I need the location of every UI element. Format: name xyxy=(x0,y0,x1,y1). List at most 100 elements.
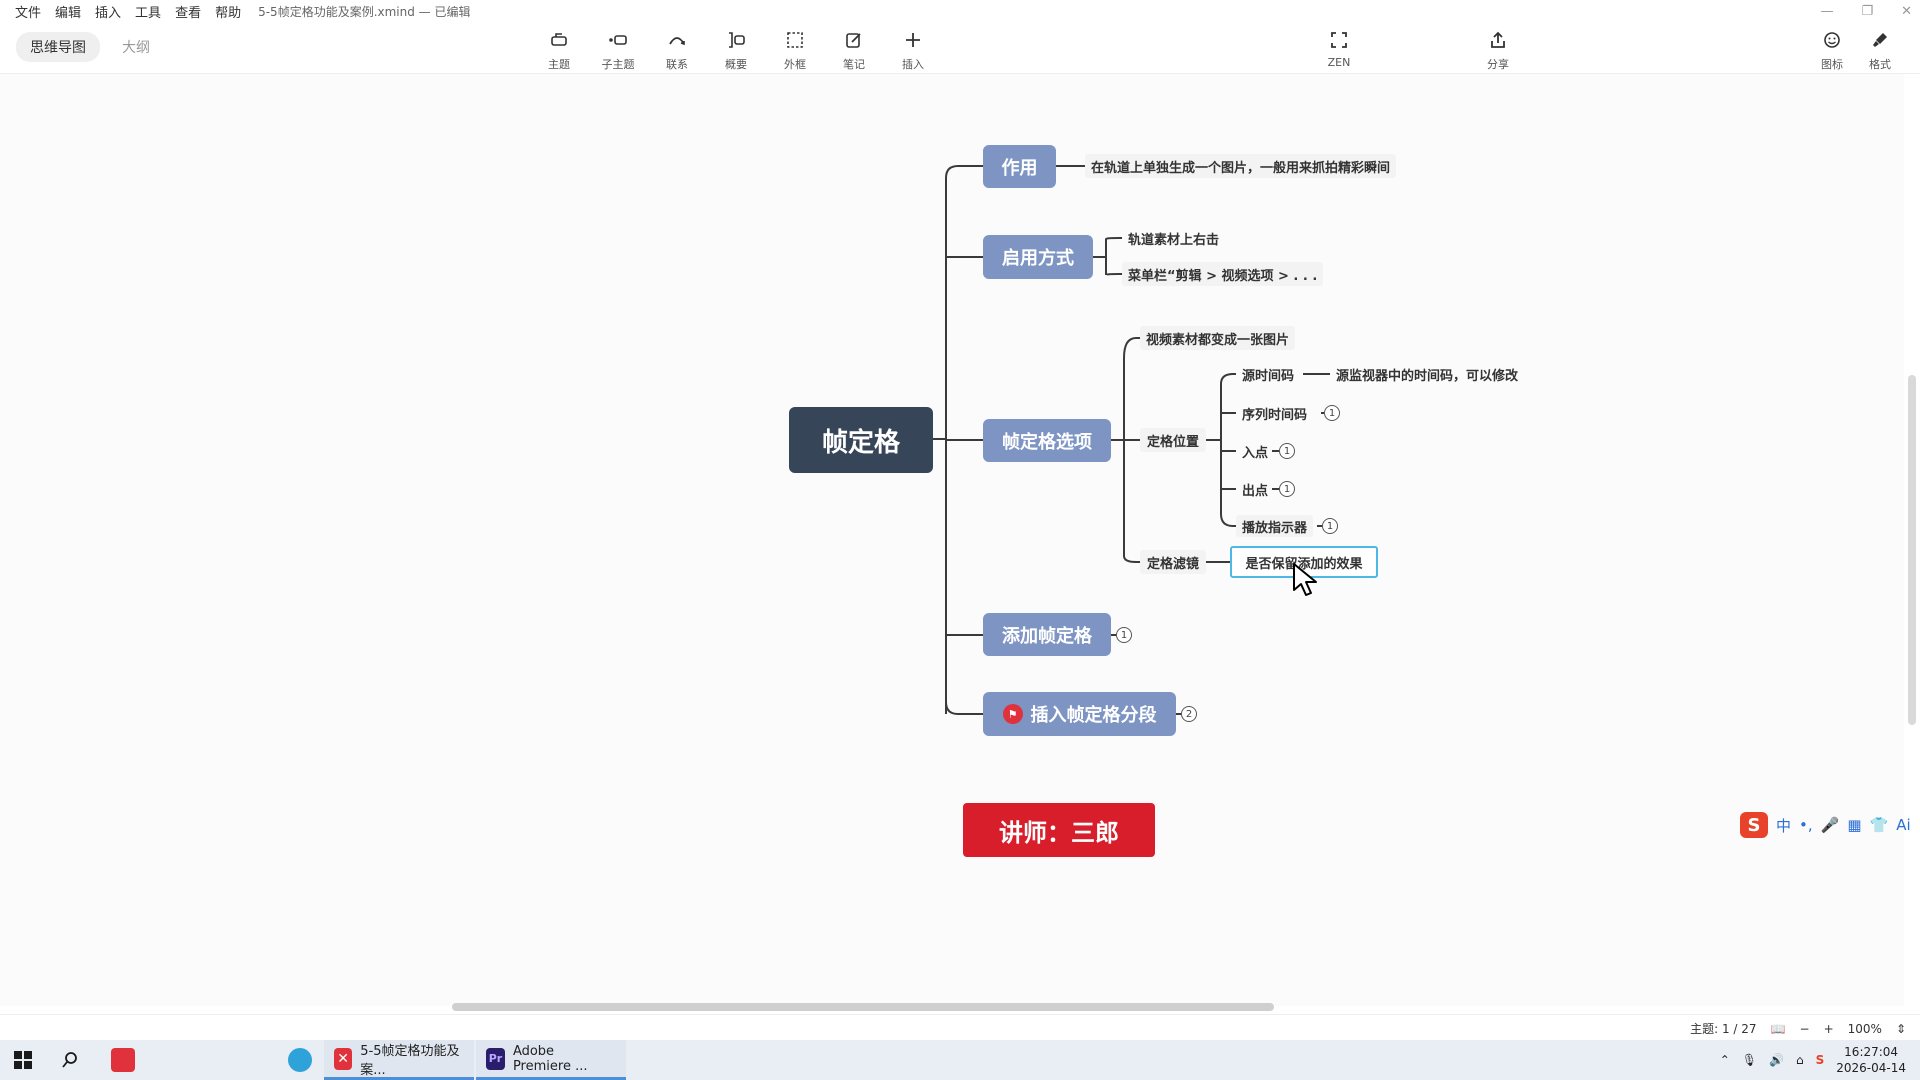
sogou-tray-icon[interactable]: S xyxy=(1815,1053,1825,1067)
use-description[interactable]: 在轨道上单独生成一个图片，一般用来抓拍精彩瞬间 xyxy=(1085,154,1397,178)
branch-insert-segment[interactable]: ⚑ 插入帧定格分段 xyxy=(983,692,1176,736)
premiere-icon: Pr xyxy=(486,1047,505,1070)
position-playhead[interactable]: 播放指示器 xyxy=(1236,515,1314,537)
menu-view[interactable]: 查看 xyxy=(175,5,202,21)
search-icon[interactable] xyxy=(46,1040,94,1080)
view-tabs: 思维导图 大纲 xyxy=(16,32,164,62)
subtopic-button[interactable]: 子主题 xyxy=(592,26,644,72)
status-bar: 主题: 1 / 27 📖 − + 100% ⇕ xyxy=(0,1014,1920,1040)
insert-label: 插入 xyxy=(902,58,924,71)
icon-panel-button[interactable]: 图标 xyxy=(1806,26,1858,72)
position-source-timecode[interactable]: 源时间码 xyxy=(1242,368,1295,384)
note-label: 笔记 xyxy=(843,58,865,71)
minimize-icon[interactable]: — xyxy=(1820,3,1834,19)
menu-file[interactable]: 文件 xyxy=(15,5,42,21)
position-out-point[interactable]: 出点 xyxy=(1242,483,1269,499)
enable-right-click[interactable]: 轨道素材上右击 xyxy=(1128,232,1220,248)
summary-button[interactable]: 概要 xyxy=(710,26,762,72)
option-position[interactable]: 定格位置 xyxy=(1140,428,1206,452)
subtopic-icon xyxy=(609,35,627,45)
book-icon[interactable]: 📖 xyxy=(1770,1021,1786,1036)
tab-outline[interactable]: 大纲 xyxy=(122,40,150,56)
enable-menu-path[interactable]: 菜单栏“剪辑 > 视频选项 > . . . xyxy=(1122,262,1324,286)
branch-add-freeze[interactable]: 添加帧定格 xyxy=(983,613,1111,656)
zen-button[interactable]: ZEN xyxy=(1313,26,1365,69)
badge-sequence[interactable]: 1 xyxy=(1324,405,1340,421)
keyboard-icon[interactable]: ▦ xyxy=(1847,816,1862,834)
network-icon[interactable]: ⌂ xyxy=(1795,1053,1804,1067)
vertical-scrollbar[interactable] xyxy=(1908,375,1916,725)
fullscreen-icon xyxy=(1331,32,1347,48)
zoom-level[interactable]: 100% xyxy=(1847,1021,1882,1036)
speaker-icon[interactable]: 🔊 xyxy=(1769,1053,1784,1067)
zoom-in-icon[interactable]: + xyxy=(1823,1021,1834,1036)
menu-insert[interactable]: 插入 xyxy=(95,5,122,21)
summary-label: 概要 xyxy=(725,58,747,71)
clock[interactable]: 16:27:04 2026-04-14 xyxy=(1836,1044,1906,1076)
zoom-out-icon[interactable]: − xyxy=(1799,1021,1810,1036)
close-icon[interactable]: ✕ xyxy=(1901,3,1912,19)
sogou-logo-icon[interactable]: S xyxy=(1740,812,1768,838)
taskbar: ✕ 5-5帧定格功能及案... Pr Adobe Premiere ... ⌃ … xyxy=(0,1040,1920,1080)
branch-enable[interactable]: 启用方式 xyxy=(983,235,1093,279)
position-in-point[interactable]: 入点 xyxy=(1242,445,1269,461)
microphone-tray-icon[interactable]: 🎙 xyxy=(1741,1053,1758,1067)
branch-use[interactable]: 作用 xyxy=(983,145,1056,188)
taskbar-xmind-label: 5-5帧定格功能及案... xyxy=(360,1043,460,1078)
taskbar-premiere[interactable]: Pr Adobe Premiere ... xyxy=(476,1040,626,1080)
restore-icon[interactable]: ❐ xyxy=(1861,3,1874,19)
zen-label: ZEN xyxy=(1327,56,1351,69)
tab-mindmap[interactable]: 思维导图 xyxy=(16,32,100,62)
chevron-updown-icon[interactable]: ⇕ xyxy=(1895,1021,1906,1036)
menu-edit[interactable]: 编辑 xyxy=(55,5,82,21)
insert-segment-label: 插入帧定格分段 xyxy=(1030,705,1157,726)
menu-tools[interactable]: 工具 xyxy=(135,5,162,21)
ime-toolbar[interactable]: S 中 •, 🎤 ▦ 👕 Ai xyxy=(1740,810,1911,840)
red-app-icon[interactable] xyxy=(94,1040,152,1080)
ime-lang[interactable]: 中 xyxy=(1776,816,1792,835)
share-button[interactable]: 分享 xyxy=(1472,26,1524,72)
root-topic[interactable]: 帧定格 xyxy=(789,407,933,473)
windows-start-icon[interactable] xyxy=(0,1040,46,1080)
xmind-icon: ✕ xyxy=(334,1047,353,1070)
note-icon xyxy=(846,33,861,48)
badge-out-point[interactable]: 1 xyxy=(1279,481,1295,497)
badge-in-point[interactable]: 1 xyxy=(1279,443,1295,459)
teacher-banner: 讲师：三郎 xyxy=(963,803,1155,857)
clock-time: 16:27:04 xyxy=(1844,1045,1899,1059)
boundary-button[interactable]: 外框 xyxy=(769,26,821,72)
topic-button[interactable]: 主题 xyxy=(533,26,585,72)
microphone-icon[interactable]: 🎤 xyxy=(1820,816,1840,834)
badge-insert-segment[interactable]: 2 xyxy=(1181,706,1197,722)
mindmap-canvas[interactable]: 帧定格 作用 在轨道上单独生成一个图片，一般用来抓拍精彩瞬间 启用方式 轨道素材… xyxy=(0,74,1904,1006)
format-button[interactable]: 格式 xyxy=(1854,26,1906,72)
option-filter[interactable]: 定格滤镜 xyxy=(1140,550,1206,574)
source-timecode-desc[interactable]: 源监视器中的时间码，可以修改 xyxy=(1336,368,1519,384)
format-label: 格式 xyxy=(1869,58,1891,71)
title-bar: 文件 编辑 插入 工具 查看 帮助 5-5帧定格功能及案例.xmind — 已编… xyxy=(0,0,1920,22)
badge-add-freeze[interactable]: 1 xyxy=(1116,627,1132,643)
badge-playhead[interactable]: 1 xyxy=(1322,518,1338,534)
taskbar-premiere-label: Adobe Premiere ... xyxy=(512,1043,588,1074)
ime-ai[interactable]: Ai xyxy=(1896,816,1911,834)
note-button[interactable]: 笔记 xyxy=(828,26,880,72)
menu-bar: 文件 编辑 插入 工具 查看 帮助 xyxy=(10,2,250,21)
ime-punct[interactable]: •, xyxy=(1799,816,1813,834)
taskbar-xmind[interactable]: ✕ 5-5帧定格功能及案... xyxy=(324,1040,474,1080)
chevron-up-icon[interactable]: ⌃ xyxy=(1719,1053,1730,1067)
document-title: 5-5帧定格功能及案例.xmind — 已编辑 xyxy=(258,4,471,19)
brush-icon xyxy=(1873,33,1887,47)
insert-button[interactable]: 插入 xyxy=(887,26,939,72)
plus-icon xyxy=(906,33,920,47)
branch-options[interactable]: 帧定格选项 xyxy=(983,419,1111,462)
edge-browser-icon[interactable] xyxy=(282,1040,318,1080)
system-tray: ⌃ 🎙 🔊 ⌂ S 16:27:04 2026-04-14 xyxy=(1720,1040,1906,1080)
horizontal-scrollbar[interactable] xyxy=(452,1003,1274,1011)
relationship-button[interactable]: 联系 xyxy=(651,26,703,72)
connector-lines xyxy=(933,165,1330,715)
option-video-to-image[interactable]: 视频素材都变成一张图片 xyxy=(1140,326,1296,350)
position-sequence-timecode[interactable]: 序列时间码 xyxy=(1242,407,1308,423)
skin-icon[interactable]: 👕 xyxy=(1869,816,1889,834)
menu-help[interactable]: 帮助 xyxy=(215,5,242,21)
topic-count: 主题: 1 / 27 xyxy=(1690,1022,1757,1036)
